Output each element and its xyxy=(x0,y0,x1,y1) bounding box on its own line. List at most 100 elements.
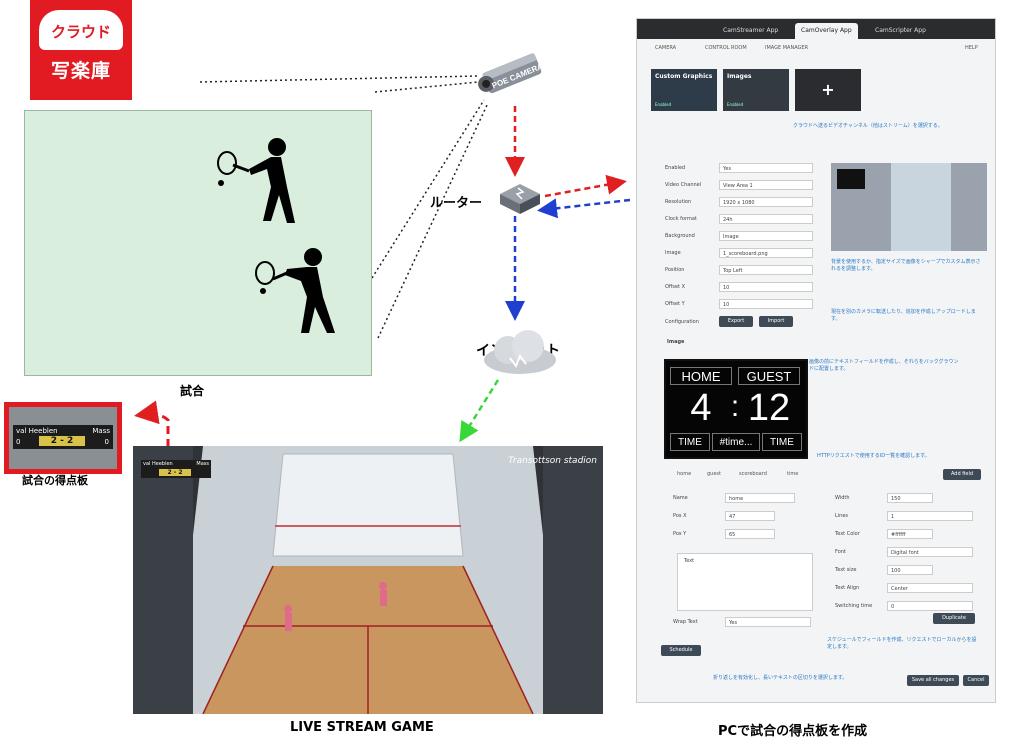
prop-label: Font xyxy=(835,549,846,555)
cloud-shrakuko-logo: クラウド 写楽庫 xyxy=(30,0,132,100)
scoreboard-crop: val Heeblen Mass 0 2 - 2 0 xyxy=(4,402,122,474)
prop-width-input[interactable]: 150 xyxy=(887,493,933,503)
field-label: Offset X xyxy=(665,284,686,290)
field-label: Configuration xyxy=(665,319,699,325)
menu-help[interactable]: HELP xyxy=(965,45,978,51)
prop-lines-select[interactable]: 1 xyxy=(887,511,973,521)
camera-preview xyxy=(831,163,987,251)
guest-name: Mass xyxy=(92,427,110,435)
prop-pos-y-input[interactable]: 65 xyxy=(725,529,775,539)
logo-text: 写楽庫 xyxy=(50,60,111,82)
card-status: Enabled xyxy=(655,102,672,107)
preview-scoreboard xyxy=(837,169,865,189)
menu-image-manager[interactable]: IMAGE MANAGER xyxy=(765,45,809,51)
card-status: Enabled xyxy=(727,102,744,107)
app-tabbar: CamStreamer App CamOverlay App CamScript… xyxy=(637,19,995,39)
tab-camoverlay[interactable]: CamOverlay App xyxy=(795,23,858,39)
card-title: Custom Graphics xyxy=(655,73,713,80)
logo-cloud: クラウド xyxy=(39,10,123,50)
tennis-player-icon xyxy=(217,138,295,223)
board-home: HOME xyxy=(670,367,732,385)
card-images[interactable]: Images Enabled xyxy=(723,69,789,111)
wrap-text-select[interactable]: Yes xyxy=(725,617,811,627)
field-enabled[interactable]: Yes xyxy=(719,163,813,173)
callout-note: 背景を使用するか、指定サイズで画像をシャープでカスタム表示されるを調整します。 xyxy=(831,259,981,272)
cancel-button[interactable]: Cancel xyxy=(963,675,989,686)
field-tab-scoreboard[interactable]: scoreboard xyxy=(739,471,767,477)
prop-label: Text size xyxy=(835,567,857,573)
board-time-right: TIME xyxy=(762,433,802,451)
stream-watermark: Transottson stadion xyxy=(508,456,597,466)
text-editor[interactable]: Text xyxy=(677,553,813,611)
field-offset-x[interactable]: 10 xyxy=(719,282,813,292)
right-num: 0 xyxy=(104,438,109,446)
board-separator: : xyxy=(730,390,740,423)
field-resolution[interactable]: 1920 x 1080 xyxy=(719,197,813,207)
field-label: Clock format xyxy=(665,216,697,222)
field-position[interactable]: Top Left xyxy=(719,265,813,275)
preview-window xyxy=(891,163,951,251)
router-icon xyxy=(500,184,540,214)
prop-text-color-input[interactable]: #ffffff xyxy=(887,529,933,539)
camera-view-lines xyxy=(199,75,489,339)
prop-text-align-select[interactable]: Center xyxy=(887,583,973,593)
tab-camscripter[interactable]: CamScripter App xyxy=(875,27,926,34)
stream-guest-name: Mass xyxy=(196,461,209,467)
router-label: ルーター xyxy=(430,196,483,211)
prop-font-select[interactable]: Digital font xyxy=(887,547,973,557)
field-background[interactable]: Image xyxy=(719,231,813,241)
field-clock-format[interactable]: 24h xyxy=(719,214,813,224)
scoreboard-label: 試合の得点板 xyxy=(22,474,88,487)
field-tab-guest[interactable]: guest xyxy=(707,471,721,477)
field-video-channel[interactable]: View Area 1 xyxy=(719,180,813,190)
field-tab-home[interactable]: home xyxy=(677,471,692,477)
tab-camstreamer[interactable]: CamStreamer App xyxy=(723,27,779,34)
prop-text-size-input[interactable]: 100 xyxy=(887,565,933,575)
digital-scoreboard-preview: HOME GUEST 4 : 12 TIME #time... TIME xyxy=(664,359,808,459)
scoreboard-overlay-bar: val Heeblen Mass 0 2 - 2 0 xyxy=(13,425,113,449)
prop-label: Text Align xyxy=(835,585,860,591)
export-button[interactable]: Export xyxy=(719,316,753,327)
callout-note: 折り返しを有効化し、長いテキストの区切りを選択します。 xyxy=(713,675,848,681)
card-custom-graphics[interactable]: Custom Graphics Enabled xyxy=(651,69,717,111)
add-card-button[interactable]: + xyxy=(795,69,861,111)
stream-score: 2 - 2 xyxy=(159,469,191,476)
prop-pos-x-input[interactable]: 47 xyxy=(725,511,775,521)
card-title: Images xyxy=(727,73,752,80)
prop-label: Lines xyxy=(835,513,849,519)
field-label: Resolution xyxy=(665,199,692,205)
import-button[interactable]: Import xyxy=(759,316,793,327)
arrow-pc-router xyxy=(537,198,631,219)
prop-label: Name xyxy=(673,495,688,501)
callout-note: 画像の前にテキストフィールドを作成し、それらをバックグラウンドに配置します。 xyxy=(809,359,959,372)
left-num: 0 xyxy=(16,438,21,446)
prop-label: Pos X xyxy=(673,513,687,519)
text-label: Text xyxy=(684,558,695,564)
prop-switching-time-input[interactable]: 0 xyxy=(887,601,973,611)
board-time-left: TIME xyxy=(670,433,710,451)
arrow-stream-scoreboard xyxy=(134,400,170,460)
board-score-right: 12 xyxy=(747,387,791,429)
menu-camera[interactable]: CAMERA xyxy=(655,45,677,51)
schedule-button[interactable]: Schedule xyxy=(661,645,701,656)
board-time-mid: #time... xyxy=(712,433,760,451)
prop-name-input[interactable]: home xyxy=(725,493,795,503)
tennis-player-icon xyxy=(255,248,335,333)
field-label: Image xyxy=(665,250,681,256)
board-score-left: 4 xyxy=(690,387,712,429)
live-stream-caption: LIVE STREAM GAME xyxy=(290,720,434,735)
duplicate-button[interactable]: Duplicate xyxy=(933,613,975,624)
menu-control-room[interactable]: CONTROL ROOM xyxy=(705,45,747,51)
field-offset-y[interactable]: 10 xyxy=(719,299,813,309)
callout-note: クラウドへ送るビデオチャンネル（他はストリーム）を選択する。 xyxy=(793,123,943,129)
field-label: Video Channel xyxy=(665,182,702,188)
field-tab-time[interactable]: time xyxy=(787,471,799,477)
field-image[interactable]: 1_scoreboard.png xyxy=(719,248,813,258)
prop-label: Text Color xyxy=(835,531,860,537)
add-field-button[interactable]: Add field xyxy=(943,469,981,480)
save-all-button[interactable]: Save all changes xyxy=(907,675,959,686)
arrow-router-pc xyxy=(544,174,627,198)
pc-caption: PCで試合の得点板を作成 xyxy=(718,724,868,739)
camera-icon: POE CAMERA xyxy=(478,53,544,94)
